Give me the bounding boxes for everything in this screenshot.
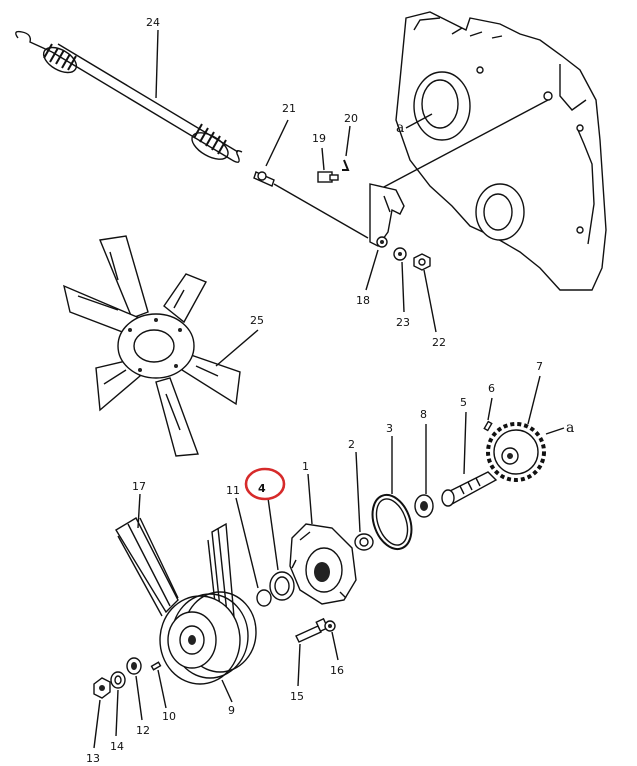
leader-20 <box>345 125 351 157</box>
ref-a-right: a <box>566 420 574 436</box>
callout-9: 9 <box>228 704 235 717</box>
leader-24 <box>155 29 159 99</box>
key-6 <box>483 420 493 432</box>
pulley-9 <box>159 591 257 685</box>
leader-9 <box>221 679 233 703</box>
callout-1: 1 <box>302 460 309 473</box>
fan-blade <box>181 353 241 406</box>
housing-bore-lower <box>475 183 525 241</box>
spring-coil-right <box>191 123 229 160</box>
washer-16 <box>324 620 336 632</box>
ref-a-top: a <box>396 120 404 136</box>
bolt-19 <box>317 171 339 183</box>
tension-spring-24 <box>15 30 243 163</box>
highlight-circle-part-4 <box>244 467 286 501</box>
callout-16: 16 <box>330 664 344 677</box>
housing-bore-upper <box>413 71 471 141</box>
callout-5: 5 <box>460 396 467 409</box>
callout-3: 3 <box>386 422 393 435</box>
leader-14 <box>115 689 119 737</box>
bolt-21 <box>253 171 275 187</box>
leader-11 <box>235 497 259 589</box>
gear-case-housing <box>395 11 607 291</box>
link-line-21-18 <box>273 183 369 239</box>
bolt-15 <box>295 617 329 643</box>
ring-11 <box>256 589 272 607</box>
leader-1 <box>307 473 313 525</box>
washer-12 <box>126 657 142 675</box>
callout-17: 17 <box>132 480 146 493</box>
washer-23 <box>393 247 407 261</box>
fan-blade <box>95 359 141 412</box>
callout-6: 6 <box>488 382 495 395</box>
leader-19 <box>321 147 325 171</box>
nut-13 <box>93 677 111 699</box>
leader-2 <box>355 451 361 533</box>
nut-22 <box>413 253 431 271</box>
seal-4 <box>269 571 295 601</box>
callout-22: 22 <box>432 336 446 349</box>
leader-a-top <box>405 113 433 129</box>
callout-15: 15 <box>290 690 304 703</box>
callout-7: 7 <box>536 360 543 373</box>
key-10 <box>150 661 162 671</box>
callout-20: 20 <box>344 112 358 125</box>
leader-25 <box>215 329 259 367</box>
leader-5 <box>463 411 467 475</box>
callout-8: 8 <box>420 408 427 421</box>
callout-21: 21 <box>282 102 296 115</box>
leader-22 <box>423 269 437 333</box>
seal-8 <box>414 494 434 518</box>
callout-4: 4 <box>258 482 266 495</box>
pump-body-1 <box>289 523 357 605</box>
callout-23: 23 <box>396 316 410 329</box>
sprocket-7 <box>486 422 546 482</box>
callout-18: 18 <box>356 294 370 307</box>
leader-21 <box>265 119 289 167</box>
leader-7 <box>527 375 541 425</box>
callout-13: 13 <box>86 752 100 765</box>
leader-a-right <box>545 427 565 435</box>
callout-19: 19 <box>312 132 326 145</box>
callout-11: 11 <box>226 484 240 497</box>
o-ring-3 <box>371 493 413 551</box>
leader-12 <box>135 675 143 721</box>
leader-10 <box>157 669 167 709</box>
fan-blade <box>155 377 199 457</box>
leader-4 <box>267 497 279 571</box>
leader-15 <box>297 643 301 687</box>
spring-coil-left <box>42 43 78 74</box>
leader-16 <box>331 631 339 661</box>
callout-14: 14 <box>110 740 124 753</box>
leader-17 <box>137 493 141 529</box>
bearing-2 <box>354 533 374 551</box>
fan-blade <box>163 273 207 324</box>
leader-23 <box>401 261 405 313</box>
link-line-bracket-housing <box>381 99 549 189</box>
washer-14 <box>110 671 126 689</box>
lock-washer-20 <box>342 159 350 171</box>
callout-2: 2 <box>348 438 355 451</box>
callout-24: 24 <box>146 16 160 29</box>
leader-6 <box>487 397 493 421</box>
callout-10: 10 <box>162 710 176 723</box>
leader-13 <box>93 699 101 749</box>
callout-25: 25 <box>250 314 264 327</box>
leader-18 <box>365 249 379 291</box>
shaft-5 <box>441 471 498 507</box>
fan-25 <box>63 235 241 457</box>
callout-12: 12 <box>136 724 150 737</box>
bracket-18 <box>369 183 405 248</box>
